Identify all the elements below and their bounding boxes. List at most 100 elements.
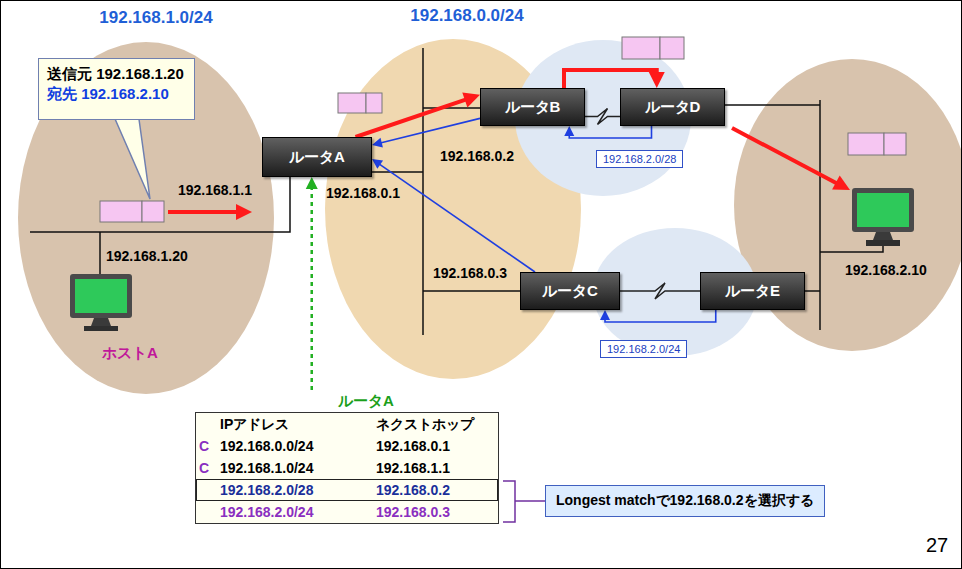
note-text: Longest matchで192.168.0.2を選択する (556, 492, 814, 508)
route-arrow (356, 92, 481, 137)
table-cell: ネクストホップ (368, 415, 498, 434)
arrow-line (732, 128, 838, 184)
ip-label: 192.168.1.1 (178, 182, 252, 198)
host-icon (70, 274, 132, 331)
route-arrow (600, 310, 716, 322)
arrow-line (620, 283, 700, 299)
route-prefix: 192.168.2.0/24 (607, 343, 680, 355)
ellipse-shape (18, 42, 274, 394)
packet-icon (366, 93, 382, 113)
router-name: ルータD (645, 98, 701, 117)
table-cell: 192.168.0.3 (368, 503, 498, 521)
route-arrow (564, 70, 665, 88)
arrow-line (569, 126, 651, 138)
table-row: C 192.168.0.0/24 192.168.0.1 (196, 435, 498, 457)
router-box: ルータC (520, 272, 620, 310)
ip-label: 192.168.1.20 (106, 248, 188, 264)
router-box: ルータD (620, 88, 725, 126)
packet-icon (884, 133, 906, 155)
table-cell-text: 192.168.1.1 (376, 460, 450, 476)
table-row: 192.168.2.0/28 192.168.0.2 (196, 479, 498, 501)
arrow-line (605, 310, 716, 322)
routing-table: ルータAIPアドレスネクストホップC192.168.0.0/24192.168.… (195, 390, 499, 524)
monitor-frame (70, 274, 132, 318)
router-name: ルータC (542, 282, 598, 301)
arrow-line (356, 99, 468, 137)
ip-label: 192.168.0.1 (326, 185, 400, 201)
monitor-base (84, 326, 118, 331)
table-cell-text: 192.168.0.3 (376, 504, 450, 520)
route-code: C (199, 460, 209, 476)
network-label: 192.168.0.0/24 (322, 4, 584, 28)
packet-icon (660, 37, 684, 59)
route-arrow (585, 109, 620, 125)
lan-wire (725, 104, 820, 106)
table-cell: 192.168.2.0/24 (218, 503, 368, 521)
packet-icon (622, 37, 660, 59)
table-cell: 192.168.2.0/28 (218, 481, 368, 499)
monitor-stand (91, 318, 111, 326)
router-box: ルータB (480, 88, 585, 126)
route-arrow (620, 283, 700, 299)
table-cell: 192.168.0.2 (368, 481, 498, 499)
monitor-base (866, 240, 900, 246)
packet-arrow (732, 128, 850, 190)
table-cell: 192.168.1.1 (368, 459, 498, 477)
table-cell: 192.168.0.1 (368, 437, 498, 455)
route-arrow (564, 126, 651, 138)
route-prefix: 192.168.2.0/28 (603, 153, 676, 165)
lan-wire (99, 232, 101, 274)
lan-wires (30, 48, 883, 335)
arrow-head (236, 204, 252, 220)
table-frame: IPアドレスネクストホップC192.168.0.0/24192.168.0.1C… (195, 412, 499, 524)
arrow-line (310, 187, 313, 390)
note-box: Longest matchで192.168.0.2を選択する (545, 485, 825, 517)
route-box: 192.168.2.0/28 (596, 150, 683, 168)
table-cell: C (196, 437, 218, 455)
table-cell-text: ネクストホップ (376, 416, 474, 432)
table-row: IPアドレスネクストホップ (196, 413, 498, 435)
monitor-stand (873, 232, 893, 240)
lan-wire (30, 177, 290, 232)
table-cell-text: 192.168.0.0/24 (220, 438, 313, 454)
lan-wire (423, 290, 520, 292)
table-cell: IPアドレス (218, 415, 368, 434)
table-cell-text: 192.168.2.0/28 (220, 482, 313, 498)
lan-wire (423, 107, 480, 109)
packet-icons (100, 37, 906, 222)
lan-wire (422, 48, 424, 335)
monitor-screen (75, 279, 127, 313)
table-cell-text: 192.168.0.2 (376, 482, 450, 498)
network-label: 192.168.1.0/24 (15, 6, 277, 30)
table-cell: 192.168.1.0/24 (218, 459, 368, 477)
route-code: C (199, 438, 209, 454)
router-name: ルータB (505, 98, 561, 117)
arrow-line (585, 109, 620, 125)
arrow-head (372, 138, 383, 148)
packet-icon (338, 93, 366, 113)
arrow-head (564, 126, 574, 136)
packet-callout: 送信元 192.168.1.20宛先 192.168.2.10 (38, 58, 195, 120)
arrow-head (600, 310, 610, 320)
packet-icon (848, 133, 884, 155)
packet-icon (100, 201, 142, 222)
packet-address: 送信元 192.168.1.20 (47, 64, 184, 84)
lan-wire (372, 171, 423, 173)
host-label: ホストA (102, 344, 158, 363)
table-row: C 192.168.1.0/24 192.168.1.1 (196, 457, 498, 479)
monitor-frame (852, 188, 914, 232)
route-arrow (372, 159, 535, 272)
route-box: 192.168.2.0/24 (600, 340, 687, 358)
router-name: ルータA (289, 148, 345, 167)
router-box: ルータE (700, 272, 805, 310)
route-arrow (372, 118, 480, 147)
arrow-head (462, 92, 480, 107)
host-icon (852, 188, 914, 246)
ip-label: 192.168.0.2 (440, 148, 514, 164)
arrow-line (168, 210, 238, 214)
packet-arrow (168, 204, 252, 220)
table-cell-text: 192.168.2.0/24 (220, 504, 313, 520)
router-name: ルータE (725, 282, 780, 301)
ip-label: 192.168.2.10 (845, 262, 927, 278)
